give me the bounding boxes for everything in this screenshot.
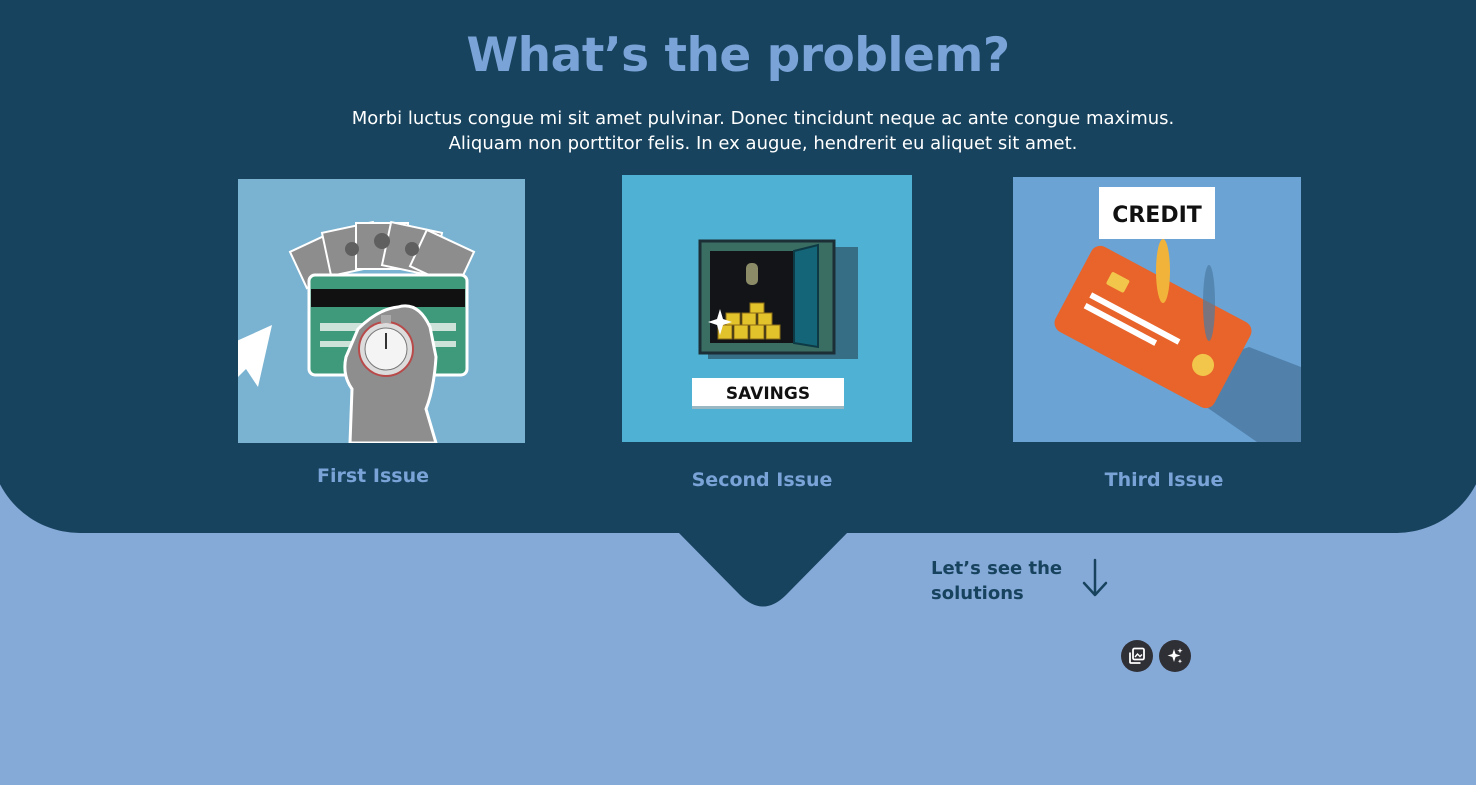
see-solutions-link[interactable]: Let’s see the solutions (931, 556, 1121, 608)
first-issue-label[interactable]: First Issue (317, 465, 429, 487)
panel-tail (676, 530, 850, 607)
third-issue-label[interactable]: Third Issue (1104, 469, 1224, 491)
second-issue-image[interactable]: SAVINGS (622, 175, 912, 442)
duplicate-image-icon (1129, 647, 1145, 664)
money-card-stopwatch-illustration (238, 179, 525, 443)
credit-card-coin-illustration: CREDIT (1013, 177, 1301, 442)
savings-label: SAVINGS (726, 384, 810, 404)
ai-sparkle-button[interactable] (1159, 640, 1191, 672)
section-description: Morbi luctus congue mi sit amet pulvinar… (351, 108, 1175, 154)
sparkle-ai-icon (1167, 648, 1183, 664)
third-issue-image[interactable]: CREDIT (1013, 177, 1301, 442)
first-issue-image[interactable] (238, 179, 525, 443)
second-issue-label[interactable]: Second Issue (691, 469, 833, 491)
duplicate-image-button[interactable] (1121, 640, 1153, 672)
credit-label: CREDIT (1112, 203, 1202, 228)
see-solutions-label: Let’s see the solutions (931, 558, 1063, 604)
section-title: What’s the problem? (466, 28, 1010, 83)
arrow-down-icon (1082, 558, 1108, 597)
savings-safe-illustration: SAVINGS (622, 175, 912, 442)
